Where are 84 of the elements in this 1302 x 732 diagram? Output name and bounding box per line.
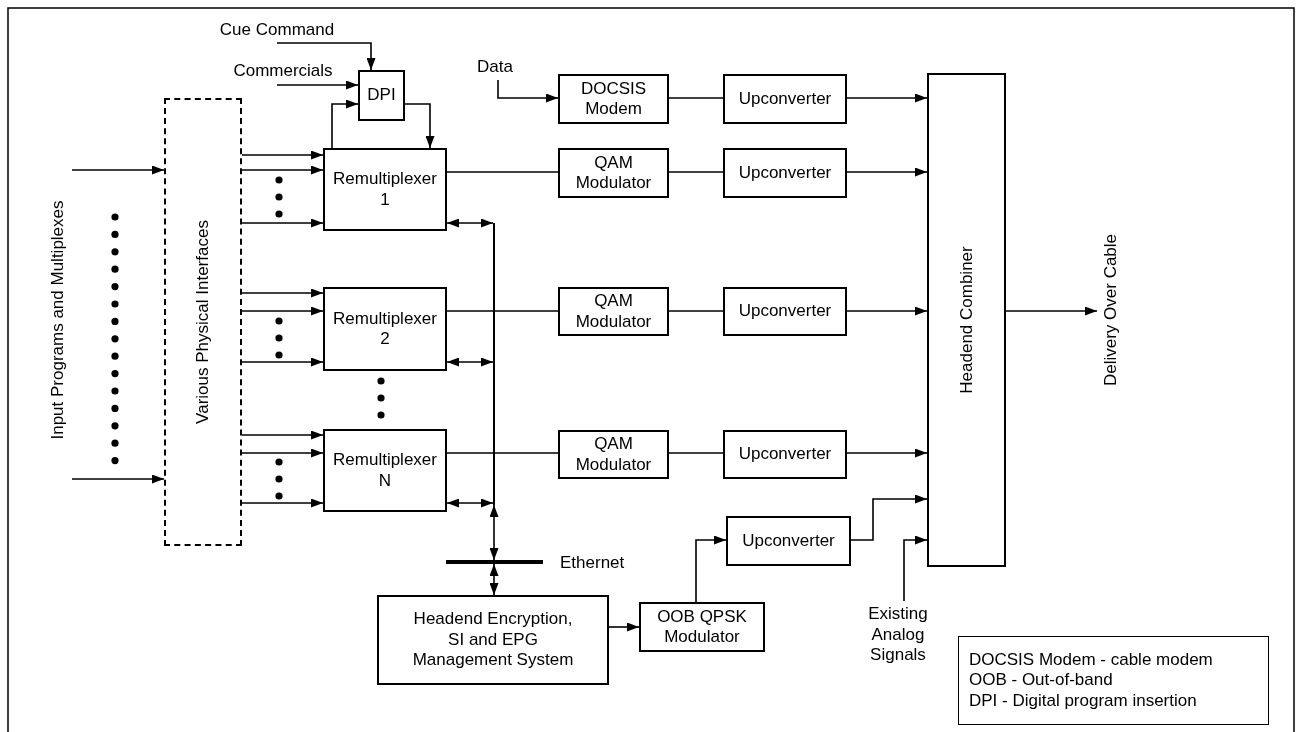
connector-line (668, 310, 724, 312)
box-label: DPI (367, 85, 396, 106)
arrow (850, 494, 928, 541)
arrow (241, 165, 324, 175)
arrow (695, 535, 727, 603)
arrow (71, 165, 165, 175)
connector-line (446, 452, 559, 454)
input-label: Input Programs and Multiplexes (47, 200, 68, 440)
connector-line (446, 171, 559, 173)
arrow (241, 430, 324, 440)
box-label: Upconverter (738, 444, 832, 465)
process-box (323, 287, 447, 371)
arrow (846, 167, 928, 177)
interface-group-box (164, 98, 242, 546)
box-label: Various Physical Interfaces (192, 220, 213, 424)
arrow (497, 79, 559, 103)
combiner-box (927, 73, 1006, 567)
process-box (323, 148, 447, 231)
box-label: Upconverter (738, 301, 832, 322)
connector-line (668, 171, 724, 173)
process-box (558, 430, 669, 479)
double-arrow (446, 357, 494, 367)
arrow (276, 42, 376, 71)
signal-label: Commercials (233, 61, 333, 82)
double-arrow (489, 563, 499, 596)
box-label: Headend Encryption, SI and EPG Management System (411, 609, 575, 671)
arrow (903, 535, 928, 602)
box-label: DOCSIS Modem (579, 78, 648, 120)
box-label: Remultiplexer N (332, 450, 438, 491)
process-box (723, 430, 847, 479)
bus-label: Ethernet (560, 553, 625, 573)
process-box (723, 148, 847, 198)
arrow (608, 622, 640, 632)
note-text: OOB - Out-of-band (969, 670, 1113, 691)
arrow (846, 306, 928, 316)
connector-line (668, 452, 724, 454)
process-box (723, 74, 847, 124)
arrow (404, 103, 435, 149)
process-box (726, 516, 851, 566)
box-label: OOB QPSK Modulator (656, 606, 748, 648)
arrow (241, 150, 324, 160)
arrow (241, 357, 324, 367)
signal-label: Cue Command (219, 20, 335, 41)
note-text: DOCSIS Modem - cable modem (969, 649, 1213, 671)
arrow (241, 288, 324, 298)
box-label: QAM Modulator (574, 291, 653, 332)
process-box (558, 148, 669, 198)
process-box (323, 429, 447, 512)
arrow (241, 306, 324, 316)
connector-line (446, 310, 559, 312)
box-label: Upconverter (738, 88, 832, 110)
arrow (71, 474, 165, 484)
box-label: QAM Modulator (574, 152, 653, 194)
double-arrow (446, 498, 494, 508)
box-label: Remultiplexer 2 (332, 308, 438, 350)
arrow (331, 99, 359, 149)
arrow (241, 218, 324, 228)
box-label: Headend Combiner (956, 246, 977, 394)
process-box (358, 70, 405, 121)
process-box (639, 602, 765, 652)
arrow (276, 80, 359, 90)
arrow (241, 498, 324, 508)
arrow (846, 93, 928, 103)
process-box (558, 287, 669, 336)
arrow (846, 448, 928, 458)
box-label: QAM Modulator (574, 434, 653, 475)
arrow (241, 448, 324, 458)
signal-label: Existing Analog Signals (867, 604, 929, 666)
arrow (1005, 306, 1098, 316)
note-text: DPI - Digital program insertion (969, 690, 1197, 712)
process-box (377, 595, 609, 685)
ethernet-bus-bar (446, 560, 543, 564)
notes-box (958, 636, 1269, 725)
output-label: Delivery Over Cable (1100, 233, 1121, 387)
double-arrow (489, 504, 499, 561)
connector-line (668, 97, 724, 99)
signal-label: Data (477, 56, 513, 78)
bus-line (493, 223, 495, 505)
box-label: Remultiplexer 1 (332, 169, 438, 210)
double-arrow (446, 218, 494, 228)
process-box (558, 74, 669, 124)
box-label: Upconverter (742, 530, 835, 552)
box-label: Upconverter (738, 162, 832, 184)
process-box (723, 287, 847, 336)
